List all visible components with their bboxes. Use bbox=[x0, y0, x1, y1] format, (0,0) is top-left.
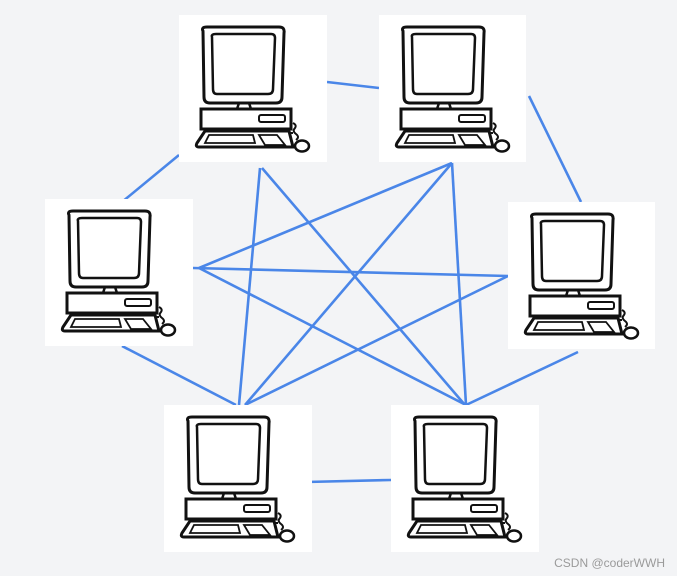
edge-pc-top-right-to-pc-bottom-right bbox=[450, 162, 468, 406]
edge-pc-top-right-to-pc-mid-right bbox=[527, 95, 583, 203]
edge-pc-mid-left-to-pc-bottom-right bbox=[198, 266, 467, 407]
watermark: CSDN @coderWWH bbox=[554, 556, 665, 570]
computer-nodes bbox=[45, 15, 655, 552]
pc-mid-left bbox=[45, 199, 193, 346]
pc-bottom-right bbox=[391, 405, 539, 552]
edge-pc-mid-right-to-pc-bottom-left bbox=[244, 274, 509, 407]
edge-pc-top-left-to-pc-mid-left bbox=[121, 153, 180, 204]
edge-pc-mid-left-to-pc-top-right bbox=[198, 161, 453, 270]
connection-lines bbox=[121, 80, 583, 484]
edge-pc-mid-left-to-pc-mid-right bbox=[192, 266, 509, 278]
pc-top-right bbox=[379, 15, 526, 162]
edge-pc-mid-left-to-pc-bottom-left bbox=[121, 344, 237, 407]
edge-pc-top-left-to-pc-top-right bbox=[326, 80, 380, 90]
edge-pc-top-right-to-pc-bottom-left bbox=[244, 162, 453, 406]
pc-mid-right bbox=[508, 202, 655, 349]
edge-pc-mid-right-to-pc-bottom-right bbox=[465, 350, 579, 407]
edge-pc-bottom-left-to-pc-bottom-right bbox=[305, 478, 392, 484]
edge-pc-top-left-to-pc-bottom-left bbox=[237, 167, 262, 406]
pc-top-left bbox=[179, 15, 327, 162]
pc-bottom-left bbox=[164, 405, 312, 552]
edge-pc-top-left-to-pc-bottom-right bbox=[261, 167, 466, 406]
